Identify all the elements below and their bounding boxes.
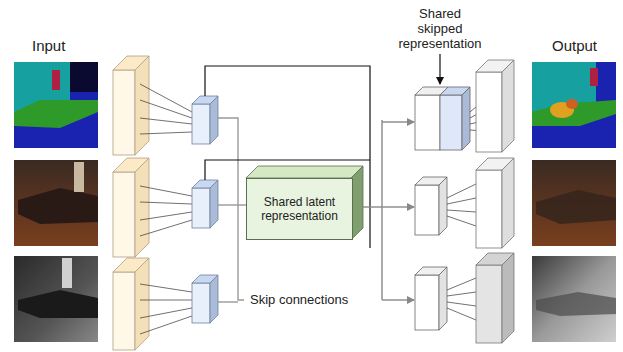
text-label: Skip connections xyxy=(248,292,350,307)
latent-box-faces xyxy=(246,166,363,240)
text-label: Input xyxy=(32,38,65,53)
decoder-blocks xyxy=(415,87,470,330)
encoder-feature-blocks xyxy=(192,96,218,323)
encoder-blocks xyxy=(113,56,149,350)
latent-to-decoder-arrows xyxy=(363,120,414,300)
text-label: Shared skipped representation xyxy=(396,6,484,51)
text-label: Output xyxy=(552,38,597,53)
skip-connection-lines xyxy=(218,118,246,302)
node-text: Shared latent representation xyxy=(250,195,349,223)
encoder-fan-lines xyxy=(140,84,192,334)
shared-skip-lines xyxy=(205,54,440,248)
output-images xyxy=(532,62,616,342)
latent-box: Shared latent representation xyxy=(246,178,353,240)
input-images xyxy=(14,62,98,342)
decoder-output-blocks xyxy=(476,60,514,343)
